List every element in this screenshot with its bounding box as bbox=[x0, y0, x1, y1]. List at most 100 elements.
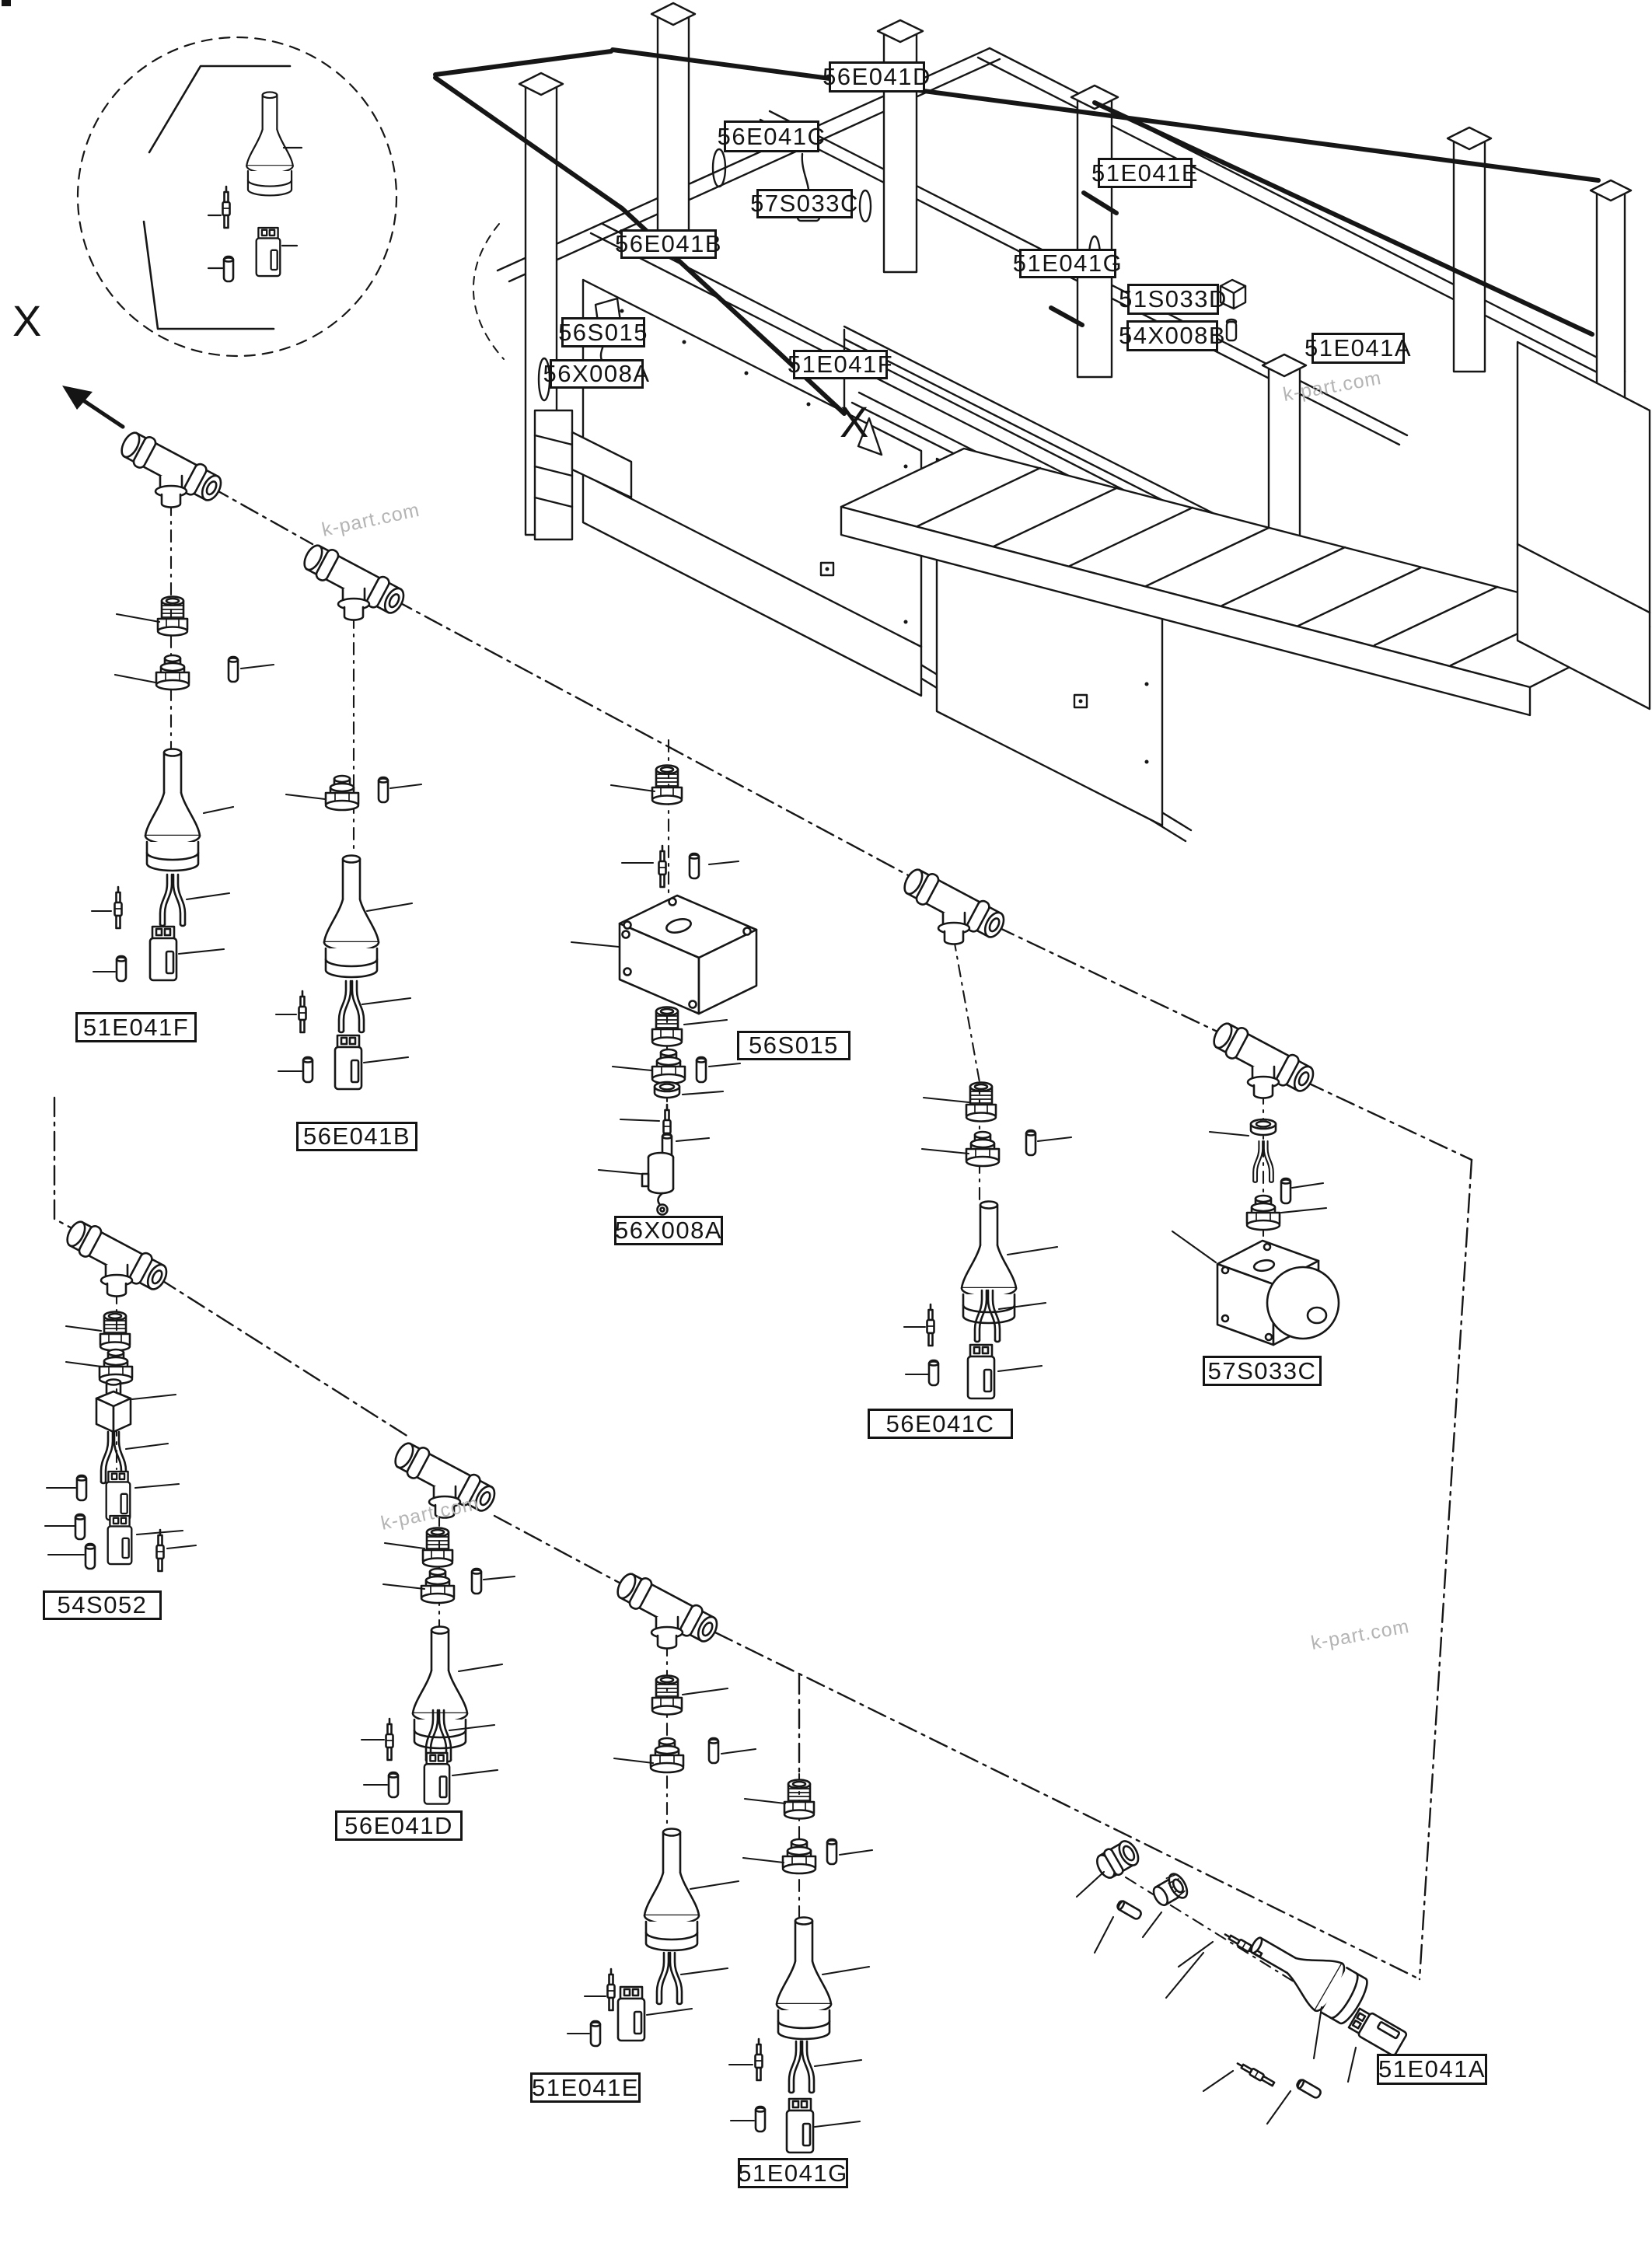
threaded-fitting bbox=[965, 1081, 997, 1123]
pin-terminal bbox=[606, 1967, 616, 2012]
t-fitting bbox=[898, 863, 1011, 945]
sleeve bbox=[377, 776, 389, 804]
frame-base-left bbox=[533, 409, 633, 541]
machine-frame bbox=[433, 2, 1651, 843]
wire-fork bbox=[337, 979, 365, 1034]
sleeve bbox=[470, 1567, 483, 1595]
assembly-56E041B bbox=[274, 539, 423, 1091]
gland-fitting bbox=[649, 1737, 685, 1774]
t-fitting bbox=[115, 426, 228, 508]
sleeve bbox=[688, 852, 700, 880]
gland-fitting bbox=[965, 1130, 1001, 1168]
part-label-56E041D: 56E041D bbox=[335, 1810, 463, 1841]
sleeve bbox=[74, 1513, 86, 1541]
sleeve bbox=[754, 2105, 767, 2133]
t-fitting bbox=[1207, 1017, 1320, 1099]
assembly-51E041G bbox=[728, 1779, 874, 2154]
part-label-51E041G: 51E041G bbox=[738, 2158, 848, 2188]
sleeve bbox=[927, 1359, 940, 1387]
sleeve bbox=[227, 655, 239, 683]
connector-block bbox=[334, 1034, 363, 1091]
part-label-51E041A: 51E041A bbox=[1377, 2054, 1487, 2085]
frame-x-pointer bbox=[857, 417, 883, 456]
threaded-fitting bbox=[783, 1779, 816, 1820]
page-corner-mark bbox=[2, 0, 11, 6]
wire-fork bbox=[788, 2040, 816, 2094]
wire-fork bbox=[655, 1951, 683, 2006]
sleeve bbox=[1280, 1177, 1292, 1205]
solenoid-valve bbox=[641, 1151, 675, 1216]
frame-label-57S033C: 57S033C bbox=[750, 189, 859, 218]
detail-boot-part bbox=[246, 91, 294, 197]
connector-block bbox=[1346, 2005, 1409, 2058]
sleeve bbox=[1294, 2077, 1323, 2100]
frame-label-51S033D: 51S033D bbox=[1119, 284, 1226, 315]
detail-pin-terminal bbox=[222, 185, 231, 229]
connector-block bbox=[423, 1751, 451, 1805]
frame-label-54X008B: 54X008B bbox=[1119, 320, 1225, 351]
threaded-fitting bbox=[651, 1674, 683, 1716]
connector-block bbox=[785, 2097, 815, 2154]
assembly-56S015-56X008A bbox=[570, 764, 758, 1216]
frame-base-floor bbox=[840, 447, 1651, 717]
threaded-fitting bbox=[156, 595, 189, 637]
gland-fitting bbox=[781, 1838, 817, 1875]
detail-view-circle bbox=[76, 36, 398, 358]
frame-label-51E041A: 51E041A bbox=[1304, 333, 1411, 364]
cable-boot bbox=[144, 748, 201, 872]
threaded-fitting bbox=[99, 1311, 131, 1352]
detail-x-marker: X bbox=[12, 296, 41, 345]
seal-ring bbox=[653, 1081, 681, 1099]
assembly-56E041D bbox=[360, 1437, 516, 1805]
cube-sensor bbox=[95, 1378, 132, 1433]
sleeve bbox=[75, 1474, 88, 1502]
sleeve bbox=[84, 1542, 96, 1570]
assembly-chains bbox=[53, 486, 1473, 1981]
threaded-fitting bbox=[421, 1527, 454, 1568]
sleeve bbox=[115, 955, 127, 983]
gland-fitting bbox=[155, 654, 190, 691]
pin-terminal bbox=[658, 844, 667, 889]
sleeve bbox=[387, 1771, 400, 1799]
watermark-left: k-part.com bbox=[320, 499, 421, 541]
sleeve bbox=[302, 1056, 314, 1084]
assembly-51E041F bbox=[90, 426, 275, 983]
assembly-56E041C bbox=[898, 863, 1073, 1400]
frame-label-56E041D: 56E041D bbox=[823, 61, 930, 93]
connector-block bbox=[105, 1470, 131, 1521]
pin-terminal bbox=[926, 1303, 935, 1347]
frame-label-51E041E: 51E041E bbox=[1091, 158, 1198, 188]
detail-sleeve bbox=[222, 255, 235, 283]
frame-label-56X008A: 56X008A bbox=[543, 359, 651, 389]
part-label-51E041F: 51E041F bbox=[75, 1012, 197, 1042]
t-fitting bbox=[611, 1567, 724, 1650]
gland-fitting bbox=[420, 1567, 456, 1604]
gland-fitting bbox=[1245, 1194, 1281, 1231]
t-fitting bbox=[298, 539, 410, 621]
pin-terminal bbox=[1235, 2059, 1277, 2089]
gland-fitting bbox=[651, 1048, 686, 1085]
view-x-arrow bbox=[62, 386, 125, 429]
pin-terminal bbox=[114, 885, 123, 930]
pin-terminal bbox=[385, 1717, 394, 1761]
part-label-56E041B: 56E041B bbox=[296, 1122, 417, 1151]
threaded-fitting bbox=[651, 1006, 683, 1047]
pin-terminal bbox=[155, 1528, 165, 1573]
threaded-fitting bbox=[651, 764, 683, 805]
watermark-right: k-part.com bbox=[1309, 1615, 1411, 1654]
frame-label-56S015: 56S015 bbox=[558, 317, 647, 347]
detail-connector bbox=[255, 226, 281, 278]
assembly-57S033C bbox=[1171, 1017, 1340, 1346]
part-label-57S033C: 57S033C bbox=[1203, 1356, 1322, 1386]
frame-cables bbox=[433, 47, 1601, 416]
pin-terminal bbox=[298, 990, 307, 1034]
cable-boot bbox=[323, 854, 380, 979]
connector-block bbox=[107, 1514, 133, 1566]
detail-region-arc bbox=[472, 223, 505, 360]
part-label-56E041C: 56E041C bbox=[868, 1409, 1013, 1439]
assembly-54S052 bbox=[44, 1215, 197, 1573]
assembly-51E041A bbox=[1075, 1836, 1409, 2125]
ribbed-gland-nut bbox=[1148, 1870, 1192, 1912]
